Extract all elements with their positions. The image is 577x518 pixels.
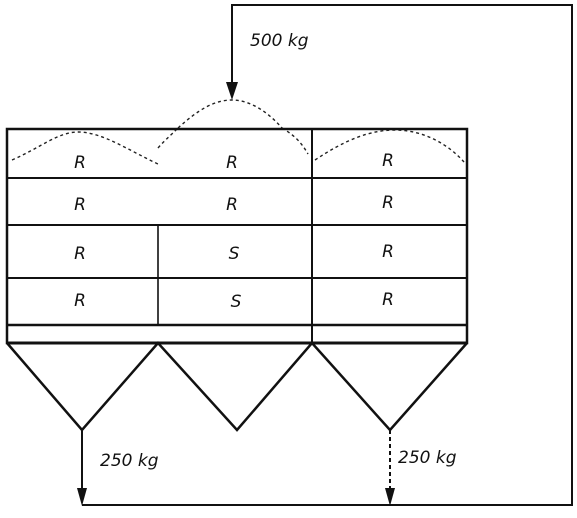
feed-mass-label: 500 kg [250,31,309,51]
heap-middle-cell [157,127,309,155]
cell-r4-c3: R [382,290,394,310]
cell-r2-c2: R [226,195,238,215]
right-outlet-arrow-head [385,488,395,506]
feed-arrow-head [226,82,238,100]
right-outlet-mass-label: 250 kg [398,448,457,468]
cell-r2-c3: R [382,193,394,213]
left-outlet-arrow-head [77,488,87,506]
flow-lines [77,4,573,506]
cell-r1-c1: R [74,153,86,173]
cell-r1-c2: R [226,153,238,173]
cell-r3-c1: R [74,244,86,264]
feed-heap-outline [177,99,283,129]
cell-r4-c2: S [231,292,242,312]
hoppers [6,341,468,432]
sieve-stack [5,127,469,345]
cell-r4-c1: R [74,291,86,311]
heap-left-cell [11,131,159,165]
cell-r1-c3: R [382,151,394,171]
hopper-outline [6,341,468,432]
return-loop-line [82,4,573,506]
cell-r3-c3: R [382,242,394,262]
cell-r2-c1: R [74,195,86,215]
left-outlet-mass-label: 250 kg [100,451,159,471]
cell-r3-c2: S [229,244,240,264]
